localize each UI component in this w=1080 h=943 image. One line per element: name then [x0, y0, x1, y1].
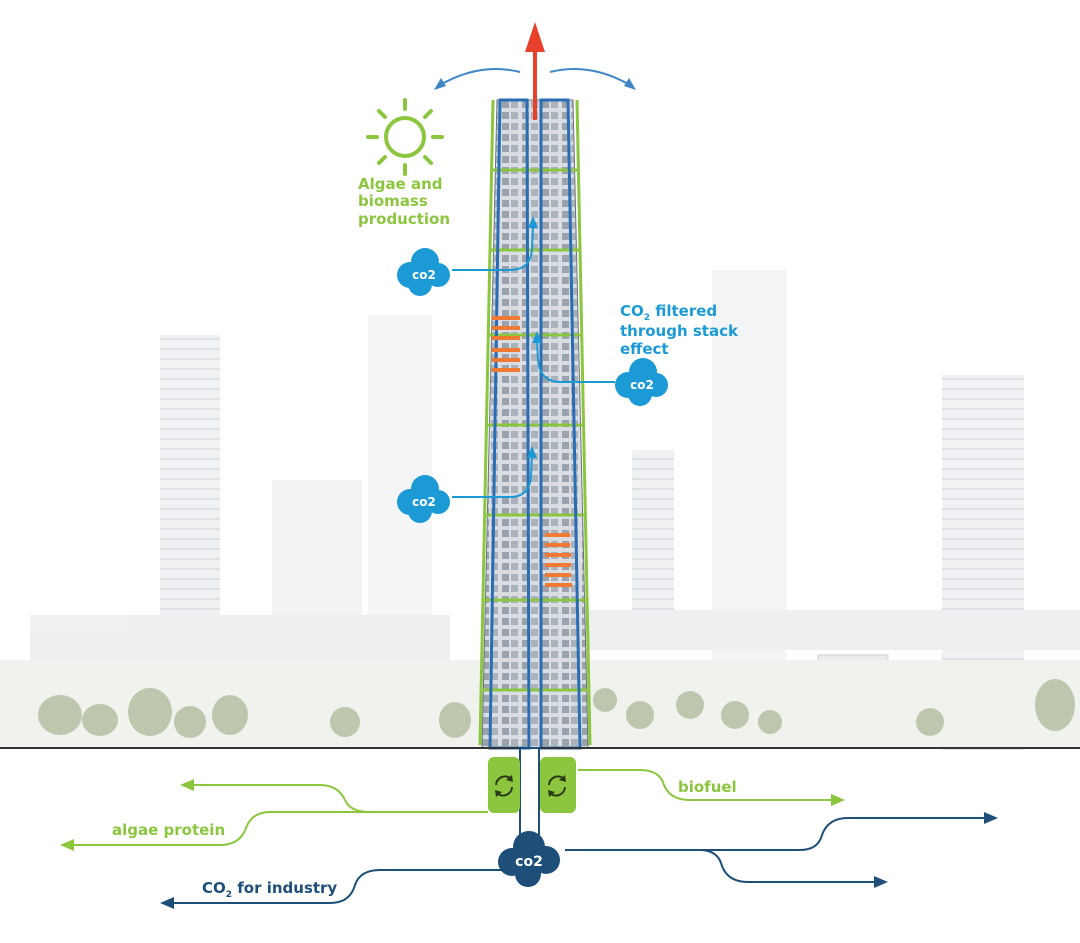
cloud-label: co2 [412, 268, 436, 282]
algae-production-line-2: biomass [358, 192, 428, 211]
co2-filtered-line-3: effect [620, 339, 669, 358]
co2-filtered-co: CO [620, 302, 644, 320]
main-tower [478, 98, 592, 750]
trees [38, 679, 1075, 738]
co2-industry-label: CO2 for industry [202, 879, 338, 900]
cloud-icon [397, 248, 450, 296]
co2-inflow-arrowheads [527, 216, 542, 458]
biofuel-label: biofuel [678, 778, 737, 796]
co2-cloud-top: co2 [397, 248, 450, 296]
building-right-tall [712, 270, 786, 670]
flow-co2-industry [170, 817, 990, 904]
co2-filtered-line-2: through stack [620, 322, 738, 341]
cloud-label: co2 [412, 495, 436, 509]
cloud-label: co2 [630, 378, 654, 392]
heat-elements-right [545, 533, 572, 587]
sun-icon [366, 98, 444, 176]
algae-band-left [478, 99, 495, 746]
cloud-icon [397, 475, 450, 523]
podium-left [30, 615, 450, 660]
flow-biofuel [578, 769, 835, 801]
algae-band-right [575, 99, 592, 746]
building-right-mid [632, 450, 674, 620]
cloud-icon [498, 831, 560, 887]
co2-inflow-arrows [452, 224, 615, 498]
co2-filtered-label: CO2 filtered through stack effect [620, 302, 738, 358]
co2-cloud-mid: co2 [397, 475, 450, 523]
algae-production-label: Algae and biomass production [358, 175, 451, 228]
co2-filtered-rest: filtered [650, 302, 718, 320]
heat-elements-left [492, 316, 520, 372]
co2-cloud-right: co2 [615, 358, 668, 406]
algae-production-line-1: Algae and [358, 175, 443, 193]
recycle-arrows-icon [495, 775, 513, 797]
exhaust-arrow-up-icon [525, 22, 545, 120]
algae-protein-label: algae protein [112, 821, 226, 839]
co2-filtered-sub: 2 [643, 313, 651, 323]
co2-industry-rest: for industry [232, 879, 338, 897]
building-left-tall [160, 335, 220, 660]
shaft-below-ground [519, 747, 540, 839]
bioreactor-right [540, 757, 576, 813]
co2-cloud-underground: co2 [498, 831, 560, 887]
cloud-icon [615, 358, 668, 406]
algae-floor-plates [483, 168, 587, 692]
draft-arrow-left [439, 67, 521, 86]
bioreactor-left [488, 757, 520, 813]
podium-right [580, 610, 1080, 650]
recycle-arrows-icon [548, 775, 566, 797]
co2-industry-co: CO [202, 879, 226, 897]
flow-algae-protein [70, 784, 488, 846]
co2-industry-sub: 2 [225, 890, 233, 900]
draft-arrow-right [549, 67, 631, 86]
cloud-label: co2 [515, 854, 543, 870]
algae-production-line-3: production [358, 209, 451, 228]
